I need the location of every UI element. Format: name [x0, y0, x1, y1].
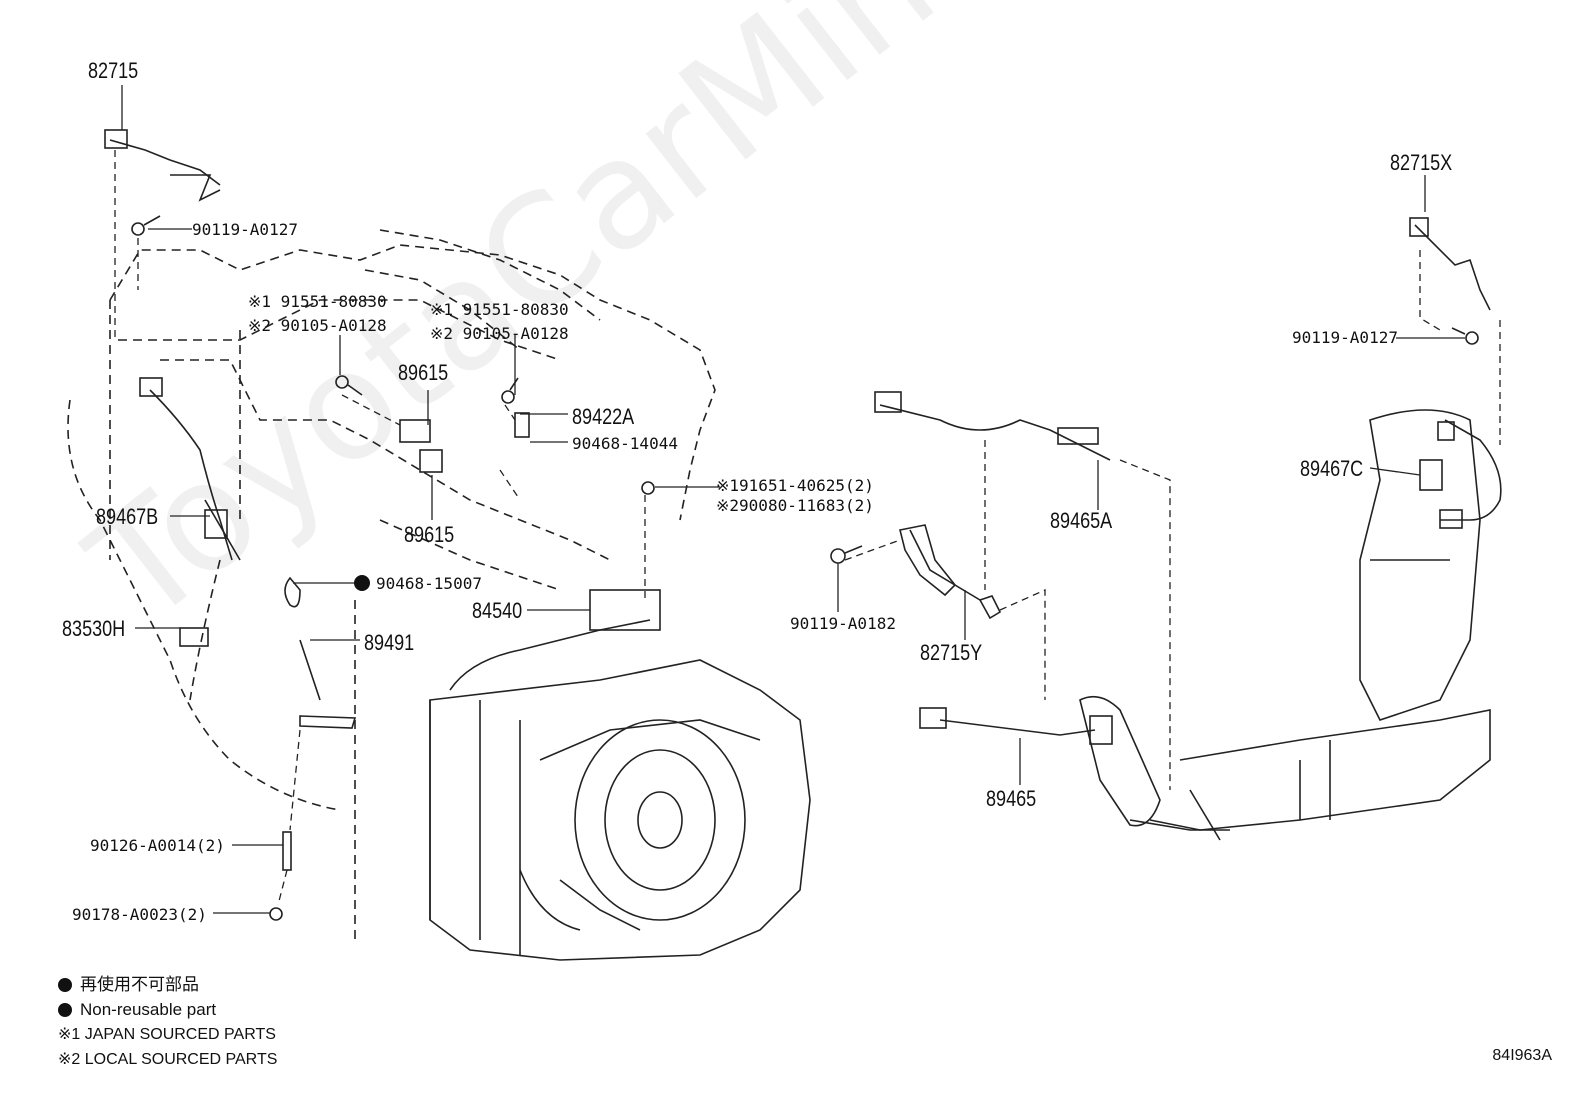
- engine-outline: [67, 229, 716, 940]
- exhaust-pipe: [1079, 409, 1491, 841]
- legend: 再使用不可部品 Non-reusable part ※1 JAPAN SOURC…: [58, 972, 277, 1072]
- label-89615-upper: 89615: [398, 360, 449, 385]
- label-89465a: 89465A: [1050, 508, 1113, 533]
- label-89615-lower: 89615: [404, 522, 455, 547]
- bolts: [131, 215, 1479, 921]
- legend-en-nonreusable: Non-reusable part: [80, 1000, 217, 1019]
- label-89467b: 89467B: [96, 504, 159, 529]
- label-90119-a0127-left: 90119-A0127: [192, 220, 298, 239]
- label-90119-a0127-right: 90119-A0127: [1292, 328, 1398, 347]
- nonreusable-dot-icon: [58, 1002, 72, 1017]
- legend-jp-nonreusable: 再使用不可部品: [80, 975, 199, 994]
- legend-local-sourced: ※2 LOCAL SOURCED PARTS: [58, 1051, 278, 1068]
- label-91551-japan-a: ※1 91551-80830: [248, 292, 387, 311]
- label-90105-local-a: ※2 90105-A0128: [248, 316, 387, 335]
- label-89422a: 89422A: [572, 404, 635, 429]
- leader-lines: [121, 85, 1465, 914]
- legend-row-en: Non-reusable part: [58, 997, 277, 1022]
- label-83530h: 83530H: [62, 616, 126, 641]
- connectors: [104, 129, 1463, 745]
- label-89491: 89491: [364, 630, 415, 655]
- label-89465: 89465: [986, 786, 1037, 811]
- label-91651-40625: ※191651-40625(2): [716, 476, 874, 495]
- label-90126-a0014: 90126-A0014(2): [90, 836, 225, 855]
- label-90105-local-b: ※2 90105-A0128: [430, 324, 569, 343]
- nonreusable-marker: [354, 575, 370, 591]
- label-90468-15007: 90468-15007: [376, 574, 482, 593]
- label-82715y: 82715Y: [920, 640, 983, 665]
- label-90119-a0182: 90119-A0182: [790, 614, 896, 633]
- label-91551-japan-b: ※1 91551-80830: [430, 300, 569, 319]
- diagram-code: 84I963A: [1492, 1047, 1552, 1064]
- sensor-wires: [109, 139, 1502, 736]
- label-90468-14044: 90468-14044: [572, 434, 678, 453]
- label-84540: 84540: [472, 598, 523, 623]
- label-90178-a0023: 90178-A0023(2): [72, 905, 207, 924]
- label-82715x: 82715X: [1390, 150, 1453, 175]
- label-89467c: 89467C: [1300, 456, 1364, 481]
- transaxle: [429, 619, 811, 961]
- leader-dashes: [114, 150, 1501, 906]
- legend-japan-sourced: ※1 JAPAN SOURCED PARTS: [58, 1026, 276, 1043]
- label-82715: 82715: [88, 58, 139, 83]
- legend-row-jp: 再使用不可部品: [58, 972, 277, 997]
- nonreusable-dot-icon: [58, 977, 72, 992]
- label-90080-11683: ※290080-11683(2): [716, 496, 874, 515]
- brackets: [170, 174, 1002, 729]
